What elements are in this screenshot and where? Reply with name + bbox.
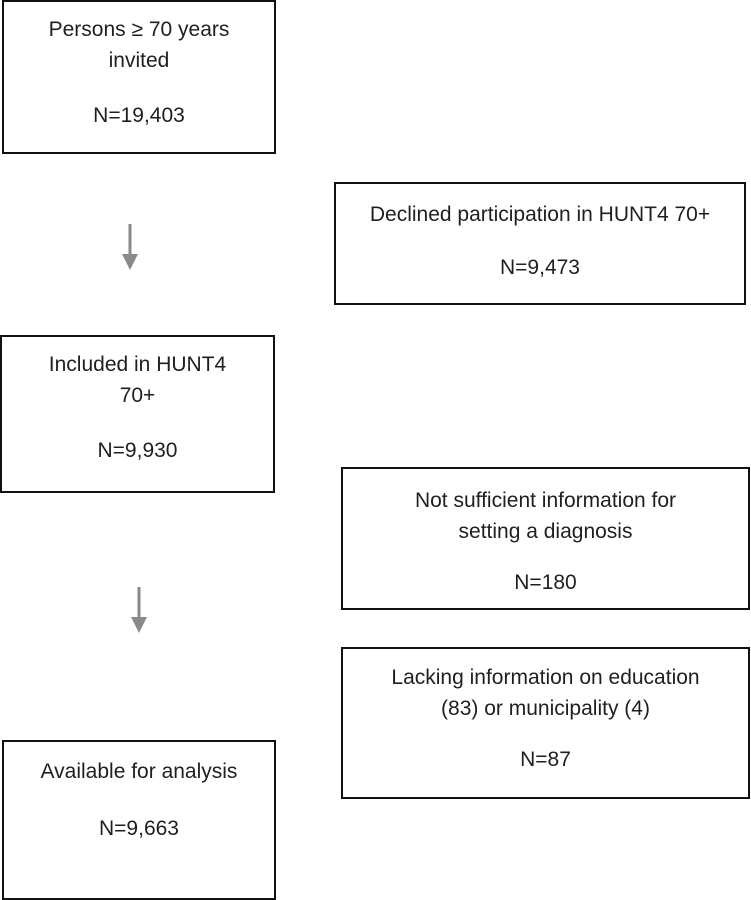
insufficient-line-1: Not sufficient information for [414,489,677,512]
arrow-down-icon [122,224,138,270]
lacking-line-1: Lacking information on education [391,666,700,689]
box-declined: Declined participation in HUNT4 70+ N=9,… [334,182,746,305]
included-line-2: 70+ [119,384,156,407]
box-lacking: Lacking information on education (83) or… [341,647,750,799]
insufficient-count: N=180 [514,571,577,594]
box-included: Included in HUNT4 70+ N=9,930 [0,335,275,493]
available-count: N=9,663 [99,817,179,840]
available-line-1: Available for analysis [40,760,238,783]
declined-count: N=9,473 [500,256,580,279]
included-line-1: Included in HUNT4 [48,353,227,376]
box-insufficient: Not sufficient information for setting a… [341,467,750,610]
lacking-line-2: (83) or municipality (4) [441,697,650,720]
lacking-count: N=87 [520,748,571,771]
invited-line-1: Persons ≥ 70 years [48,18,230,41]
arrow-down-icon [131,587,147,633]
invited-count: N=19,403 [93,104,185,127]
included-count: N=9,930 [97,439,178,462]
box-available: Available for analysis N=9,663 [2,740,276,900]
insufficient-line-2: setting a diagnosis [458,520,633,543]
invited-line-2: invited [108,49,170,72]
declined-line-1: Declined participation in HUNT4 70+ [369,203,711,226]
box-invited: Persons ≥ 70 years invited N=19,403 [2,0,276,154]
